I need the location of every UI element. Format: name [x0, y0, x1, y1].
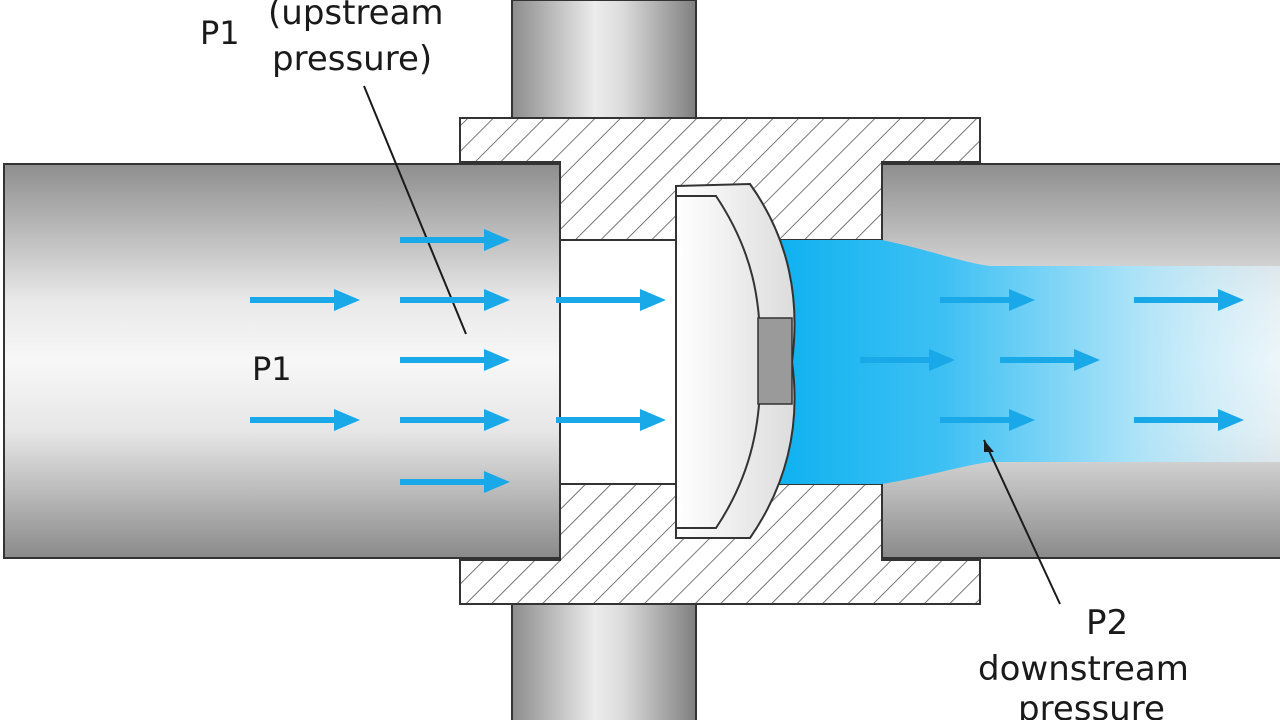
flow-arrow — [1134, 409, 1244, 431]
label-p2: P2 — [1086, 603, 1128, 643]
flow-arrow — [400, 349, 510, 371]
label-center-p1: P1 — [252, 350, 292, 388]
vertical-pipe-top — [511, 0, 697, 121]
flow-arrow — [400, 289, 510, 311]
flow-arrow — [556, 289, 666, 311]
label-upstream-line2: pressure) — [272, 39, 432, 79]
flow-arrow — [1000, 349, 1100, 371]
flow-arrow — [940, 409, 1035, 431]
flow-arrow — [1134, 289, 1244, 311]
label-top-p1: P1 — [200, 14, 240, 52]
label-upstream-line1: (upstream — [268, 0, 444, 33]
flow-arrows — [250, 229, 1244, 493]
flow-arrow — [940, 289, 1035, 311]
flow-arrow — [250, 409, 360, 431]
upstream-leader-line — [363, 85, 467, 335]
valve-stem — [757, 317, 793, 405]
flow-arrow — [556, 409, 666, 431]
valve-body-bottom — [459, 483, 981, 605]
label-downstream-line1: downstream — [978, 649, 1189, 689]
flow-arrow — [250, 289, 360, 311]
flow-arrow — [400, 471, 510, 493]
flow-arrow — [400, 409, 510, 431]
downstream-leader-line — [983, 439, 1061, 605]
label-downstream-line2: pressure — [1018, 689, 1165, 720]
downstream-leader-arrowhead — [984, 440, 994, 452]
vertical-pipe-bottom — [511, 601, 697, 720]
flow-arrow — [860, 349, 955, 371]
flow-arrow — [400, 229, 510, 251]
